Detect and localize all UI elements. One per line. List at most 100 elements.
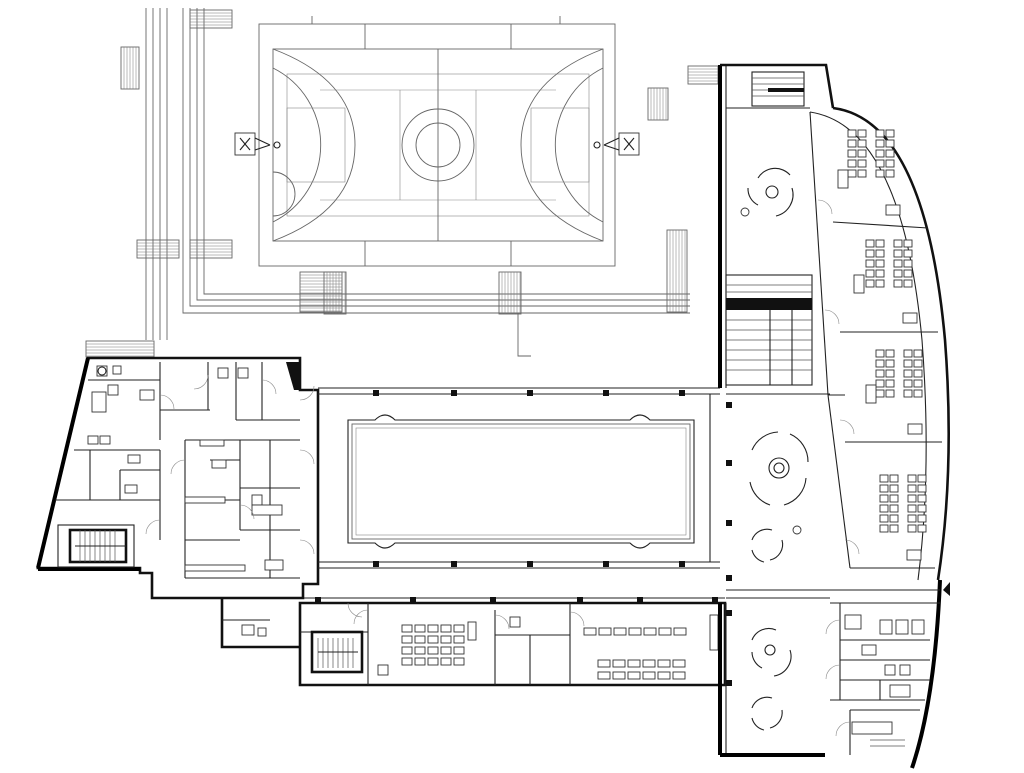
classroom-1-seats xyxy=(847,129,895,178)
column xyxy=(451,390,457,396)
seat xyxy=(889,484,899,493)
seat xyxy=(889,504,899,513)
column xyxy=(679,390,685,396)
seat xyxy=(903,359,913,368)
desk xyxy=(453,624,465,633)
seat xyxy=(879,494,889,503)
east-spine xyxy=(718,63,835,757)
desk xyxy=(440,657,452,666)
hatch-block xyxy=(120,46,140,90)
seat xyxy=(917,474,927,483)
desk xyxy=(658,627,672,636)
seat xyxy=(913,359,923,368)
seat xyxy=(847,139,857,148)
seat xyxy=(917,524,927,533)
seat xyxy=(903,259,913,268)
desk xyxy=(440,635,452,644)
hatch-block xyxy=(498,271,522,315)
seat xyxy=(857,169,867,178)
desk xyxy=(401,635,413,644)
south-classroom-west xyxy=(401,624,465,666)
classroom-4-seats xyxy=(879,474,927,533)
desk xyxy=(612,671,626,680)
desk xyxy=(427,646,439,655)
seat xyxy=(903,379,913,388)
desk xyxy=(672,659,686,668)
east-classroom-wing xyxy=(809,106,951,769)
seat xyxy=(885,379,895,388)
seat xyxy=(885,389,895,398)
hatch-block xyxy=(189,9,233,29)
seat xyxy=(903,269,913,278)
seat xyxy=(889,524,899,533)
seat xyxy=(885,359,895,368)
seat xyxy=(893,269,903,278)
desk xyxy=(597,659,611,668)
desk xyxy=(613,627,627,636)
west-doors xyxy=(145,374,315,555)
hatched-benches xyxy=(85,9,719,358)
column xyxy=(577,597,583,603)
desk xyxy=(643,627,657,636)
classroom-doors xyxy=(817,199,860,555)
atrium-seating-north xyxy=(740,167,794,217)
column xyxy=(603,390,609,396)
seat xyxy=(917,494,927,503)
desk xyxy=(453,657,465,666)
seat xyxy=(885,159,895,168)
atrium-seating-south-3 xyxy=(751,696,783,731)
atrium-seating-south-2 xyxy=(751,627,792,677)
seat xyxy=(913,379,923,388)
seat xyxy=(913,369,923,378)
west-stair xyxy=(57,524,135,568)
spine-columns xyxy=(726,402,732,686)
column xyxy=(410,597,416,603)
seat xyxy=(889,494,899,503)
seat xyxy=(885,349,895,358)
running-track-lines xyxy=(145,8,690,357)
seat xyxy=(875,349,885,358)
desk xyxy=(672,671,686,680)
seat xyxy=(903,249,913,258)
hatch-block xyxy=(323,271,347,315)
seat xyxy=(875,259,885,268)
column xyxy=(490,597,496,603)
seat xyxy=(875,279,885,288)
seat xyxy=(875,249,885,258)
seat xyxy=(865,249,875,258)
seat xyxy=(875,139,885,148)
seat xyxy=(857,159,867,168)
column xyxy=(451,561,457,567)
seat xyxy=(879,514,889,523)
north-stair xyxy=(751,71,805,107)
seat xyxy=(879,504,889,513)
pool-hall xyxy=(304,387,725,604)
seat xyxy=(847,149,857,158)
desk xyxy=(427,657,439,666)
seat xyxy=(885,169,895,178)
hatch-block xyxy=(666,229,688,313)
desk xyxy=(627,671,641,680)
desk xyxy=(673,627,687,636)
seat xyxy=(875,169,885,178)
seat xyxy=(865,239,875,248)
seat xyxy=(875,129,885,138)
seat xyxy=(903,389,913,398)
desk xyxy=(414,635,426,644)
seat xyxy=(875,149,885,158)
south-stair xyxy=(310,630,364,674)
seat xyxy=(903,349,913,358)
desk xyxy=(627,659,641,668)
desk xyxy=(598,627,612,636)
seat xyxy=(879,474,889,483)
desk xyxy=(583,627,597,636)
west-wing xyxy=(36,356,320,600)
seat xyxy=(865,269,875,278)
seat xyxy=(913,389,923,398)
classroom-3-seats xyxy=(875,349,923,398)
column xyxy=(373,390,379,396)
column xyxy=(679,561,685,567)
seat xyxy=(847,159,857,168)
seat xyxy=(885,149,895,158)
desk xyxy=(657,659,671,668)
